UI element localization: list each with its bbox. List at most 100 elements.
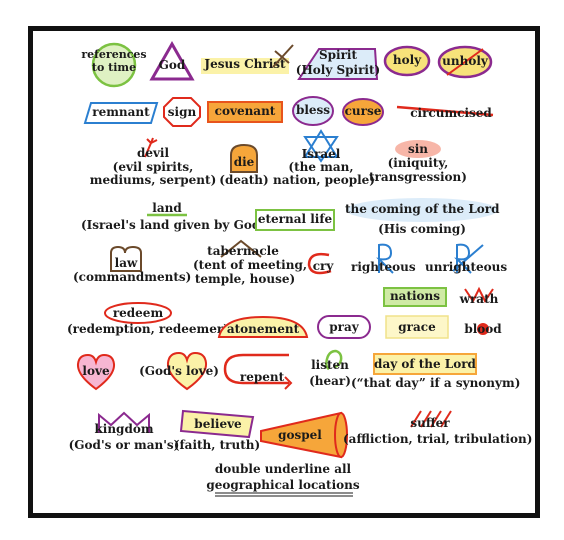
gods-love-heart-icon [166,351,208,391]
label-bless: bless [295,103,331,117]
ear-icon [325,349,343,371]
believe-box [179,409,255,439]
pray-box [317,315,371,339]
label-grace: grace [398,320,436,334]
nations-box [383,287,447,307]
label-israel: Israel [301,147,341,161]
label-love: love [82,364,110,378]
unholy-cloud-icon [437,45,493,79]
grace-box [385,315,449,339]
cross-strike-mark [272,44,294,68]
label-believe: believe [194,417,242,431]
wrath-mark [464,286,494,303]
suffer-strike-mark [410,410,452,428]
label-unrighteous: unrighteous [425,260,508,274]
label-tabernacle: tabernacle [207,244,279,258]
label-redeem: redeem [112,306,164,320]
label-devil: devil [136,146,170,160]
references-to-time-line2: to time [91,61,137,74]
label-cry: cry [312,259,334,273]
label-remnant: remnant [92,105,150,119]
label-circumcised: circumcised [410,106,492,120]
label-covenant: covenant [214,104,276,118]
footer-double-underline [215,492,353,497]
curse-cloud-icon [342,98,384,126]
label-land: land [152,201,182,215]
holy-cloud-icon [383,45,431,77]
label-repent: repent [239,370,285,384]
label-sign: sign [167,105,197,119]
blood-drop-mark [477,323,489,335]
megaphone-icon [260,411,348,459]
label-holy: holy [392,53,422,67]
label-kingdom: kingdom [94,422,154,436]
pitchfork-icon [144,137,158,158]
label-sin-sub2: transgression) [369,170,467,184]
sin-cloud-mark [395,140,441,158]
label-suffer: suffer [410,416,450,430]
eternal-life-box [255,209,335,231]
label-atonement: atonement [226,322,300,336]
label-die-sub: (death) [219,173,269,187]
label-devil-sub2: mediums, serpent) [89,173,217,187]
star-of-david-icon [303,129,339,163]
heart-icon [76,353,116,391]
day-of-lord-box [373,353,477,375]
label-coming-of-lord: the coming of the Lord [345,202,500,216]
label-law-sub: (commandments) [73,270,192,284]
unrighteous-r-mark [452,243,484,274]
tablets-icon [110,245,142,272]
tent-icon [220,239,262,258]
bless-cloud-icon [292,96,334,126]
label-die: die [233,155,255,169]
triangle-icon [149,40,195,81]
label-nations: nations [389,289,441,303]
label-devil-sub1: (evil spirits, [112,160,194,174]
righteous-r-mark [376,243,394,274]
label-listen-sub: (hear) [309,374,351,388]
references-to-time-line1: references [81,48,147,61]
label-wrath: wrath [459,292,499,306]
return-arrow-icon [223,353,293,390]
circumcised-strike-mark [396,105,494,117]
label-gods-love: (God's love) [139,364,219,378]
label-redeem-sub: (redemption, redeemer) [67,322,229,336]
label-curse: curse [344,104,382,118]
label-kingdom-sub: (God's or man's) [68,438,180,452]
atonement-box [217,315,309,338]
sign-box [163,97,201,127]
label-coming-of-lord-sub: (His coming) [378,222,466,236]
label-spirit: Spirit [318,48,358,62]
cloud-icon [297,48,379,80]
clock-icon [91,42,137,88]
cross-icon [201,58,289,74]
tombstone-icon [230,143,258,173]
label-suffer-sub: (affliction, trial, tribulation) [343,432,533,446]
land-underline-mark [147,213,187,217]
label-tabernacle-sub2: temple, house) [194,272,296,286]
label-god: God [158,58,186,72]
coming-cloud-icon [346,198,498,222]
label-blood: blood [464,322,502,336]
chart-frame: references to time God Jesus Christ Spir… [28,26,540,518]
label-righteous: righteous [351,260,416,274]
label-israel-sub1: (the man, [288,160,354,174]
cry-mark [307,252,332,275]
label-spirit-sub: (Holy Spirit) [295,63,381,77]
label-sin: sin [407,142,429,156]
redeem-cloud-icon [104,302,172,324]
crown-icon [98,411,150,433]
footer-line2: geographical locations [206,478,360,492]
label-gospel: gospel [278,428,322,442]
label-sin-sub1: (iniquity, [387,156,449,170]
remnant-box [83,102,159,124]
label-day-of-lord-sub: (“that day” if a synonym) [351,376,521,390]
label-jesus-christ: Jesus Christ [204,57,286,71]
label-israel-sub2: nation, people) [273,173,375,187]
covenant-box [207,101,283,123]
label-eternal-life: eternal life [257,212,333,226]
label-land-sub: (Israel's land given by God) [81,218,266,232]
label-listen: listen [311,358,349,372]
marking-guide: references to time God Jesus Christ Spir… [33,31,535,513]
footer-line1: double underline all [214,462,352,476]
